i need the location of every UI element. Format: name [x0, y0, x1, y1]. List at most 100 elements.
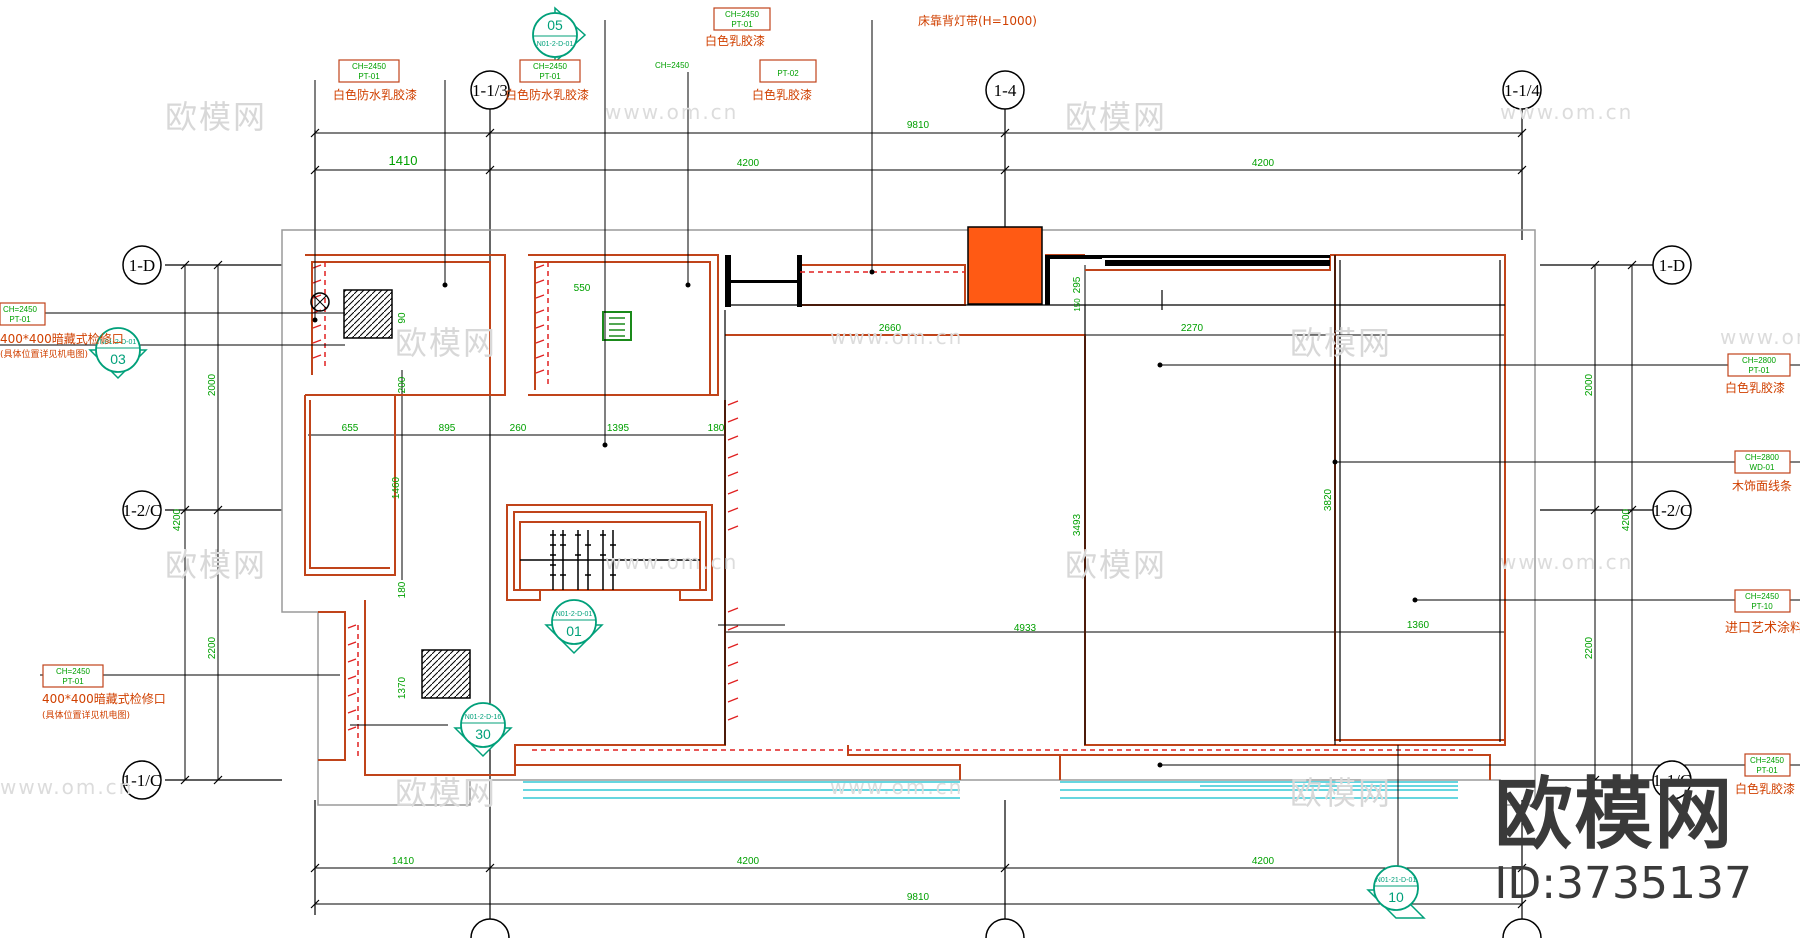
- callout-white-latex-3: 白色乳胶漆: [1725, 380, 1785, 395]
- brand-name: 欧模网: [1494, 770, 1735, 860]
- downlight: [310, 292, 330, 312]
- callout-access-panel-1: 400*400暗藏式检修口: [0, 331, 124, 346]
- dim-260: 260: [510, 423, 527, 434]
- dim-bottom-total: 9810: [907, 892, 930, 903]
- svg-text:N01-2-D-16: N01-2-D-16: [465, 714, 502, 721]
- dim-655: 655: [342, 423, 359, 434]
- ceiling-vents: [310, 289, 632, 699]
- svg-text:N01-21-D-01: N01-21-D-01: [1376, 877, 1417, 884]
- dim-1460: 1460: [391, 476, 402, 499]
- axis-label-left-1: 1-D: [129, 256, 155, 275]
- callout-white-waterproof-2: 白色防水乳胶漆: [505, 87, 589, 102]
- dim-right-2200: 2200: [1584, 636, 1595, 659]
- building-outline: [281, 229, 1536, 806]
- section-marker-01: N01-2-D-01 01: [544, 599, 604, 655]
- watermark-url: www.om.cn: [0, 775, 134, 799]
- watermark-brand: 欧模网: [165, 546, 268, 584]
- dim-right-2000: 2000: [1584, 373, 1595, 396]
- axis-label-right-1: 1-D: [1659, 256, 1685, 275]
- callout-tags: [0, 7, 1791, 777]
- dim-150: 150: [1073, 298, 1082, 312]
- tag-pt-4: PT-02: [777, 69, 799, 78]
- watermark-brand: 欧模网: [1290, 324, 1393, 362]
- watermark-url: www.om.cn: [1500, 550, 1634, 574]
- callout-white-latex-2: 白色乳胶漆: [752, 87, 812, 102]
- dim-200: 200: [397, 376, 408, 393]
- tag-pt-9: PT-10: [1751, 602, 1773, 611]
- closet-hangers: [520, 530, 700, 590]
- callout-bed-backlight: 床靠背灯带(H=1000): [918, 14, 1037, 28]
- watermark-url: www.om.cn: [605, 550, 739, 574]
- axis-label-left-3: 1-1/C: [123, 771, 162, 790]
- callout-white-latex-1: 白色乳胶漆: [705, 33, 765, 48]
- axis-bubbles: [122, 70, 1692, 938]
- tag-ch-6: CH=2450: [56, 667, 91, 676]
- svg-text:01: 01: [566, 623, 582, 639]
- watermark-url: www.om.cn: [1720, 325, 1800, 349]
- dim-1395: 1395: [607, 423, 630, 434]
- structural-walls: [725, 255, 1330, 307]
- partition-lines: [724, 255, 1505, 745]
- dim-4933: 4933: [1014, 623, 1037, 634]
- tag-pt-1: PT-01: [358, 72, 380, 81]
- dim-top-4200a: 4200: [737, 158, 760, 169]
- dim-295: 295: [1072, 276, 1083, 293]
- window-glazing: [523, 781, 1458, 799]
- dim-895: 895: [439, 423, 456, 434]
- callout-access-note-2: (具体位置详见机电图): [42, 709, 130, 721]
- tag-ch-10: CH=2450: [1750, 756, 1785, 765]
- dim-bottom-4200b: 4200: [1252, 856, 1275, 867]
- dim-2270: 2270: [1181, 323, 1204, 334]
- callout-art-paint: 进口艺术涂料: [1725, 620, 1800, 636]
- axis-label-top-2: 1-4: [994, 81, 1017, 100]
- axis-label-right-2: 1-2/C: [1653, 501, 1692, 520]
- dim-3820: 3820: [1323, 488, 1334, 511]
- waterproof-dashed-lines: [324, 262, 1475, 760]
- watermark-url: www.om.cn: [830, 775, 964, 799]
- tag-pt-10: PT-01: [1756, 766, 1778, 775]
- axis-label-top-1: 1-1/3: [472, 81, 508, 100]
- axis-label-top-3: 1-1/4: [1504, 81, 1540, 100]
- callout-white-waterproof-1: 白色防水乳胶漆: [333, 87, 417, 102]
- dim-top-1410: 1410: [389, 153, 418, 168]
- dim-1360: 1360: [1407, 620, 1430, 631]
- watermark-brand: 欧模网: [165, 98, 268, 136]
- tag-ch-8: CH=2800: [1745, 453, 1780, 462]
- dim-left-2200: 2200: [207, 636, 218, 659]
- exhaust-fan-top: [343, 289, 393, 339]
- dim-2660: 2660: [879, 323, 902, 334]
- svg-text:10: 10: [1388, 889, 1404, 905]
- watermark-url: www.om.cn: [1500, 100, 1634, 124]
- brand-badge: 欧模网 ID:3735137: [1494, 752, 1752, 909]
- svg-text:N01-2-D-01: N01-2-D-01: [100, 339, 137, 346]
- dim-3493: 3493: [1072, 513, 1083, 536]
- wall-tile-arrows: [312, 264, 739, 731]
- dim-180: 180: [708, 423, 725, 434]
- dim-bottom-1410: 1410: [392, 856, 415, 867]
- dim-bottom-4200a: 4200: [737, 856, 760, 867]
- tag-ch-2: CH=2450: [533, 62, 568, 71]
- dim-left-4200: 4200: [172, 508, 183, 531]
- dim-top-4200b: 4200: [1252, 158, 1275, 169]
- leader-lines: [0, 20, 1800, 880]
- watermark-url: www.om.cn: [830, 325, 964, 349]
- section-marker-03: N01-2-D-01 03: [88, 327, 148, 380]
- exhaust-fan-bottom: [421, 649, 471, 699]
- dim-right-4200: 4200: [1621, 508, 1632, 531]
- tag-ch-4: CH=2450: [655, 61, 690, 70]
- callout-wood-trim: 木饰面线条: [1732, 479, 1792, 493]
- tag-pt-5: PT-01: [9, 315, 31, 324]
- tag-pt-3: PT-01: [731, 20, 753, 29]
- tag-ch-1: CH=2450: [352, 62, 387, 71]
- dim-top-total: 9810: [907, 120, 930, 131]
- leader-dots: [312, 269, 1418, 768]
- watermark-brand: 欧模网: [395, 324, 498, 362]
- svg-text:N01-2-D-01: N01-2-D-01: [537, 41, 574, 48]
- dim-left-2000: 2000: [207, 373, 218, 396]
- watermark-brand: 欧模网: [1065, 98, 1168, 136]
- svg-text:03: 03: [110, 351, 126, 367]
- callout-access-note-1: (具体位置详见机电图): [0, 348, 88, 360]
- dim-1370: 1370: [397, 676, 408, 699]
- section-marker-05: 05 N01-2-D-01: [532, 6, 587, 64]
